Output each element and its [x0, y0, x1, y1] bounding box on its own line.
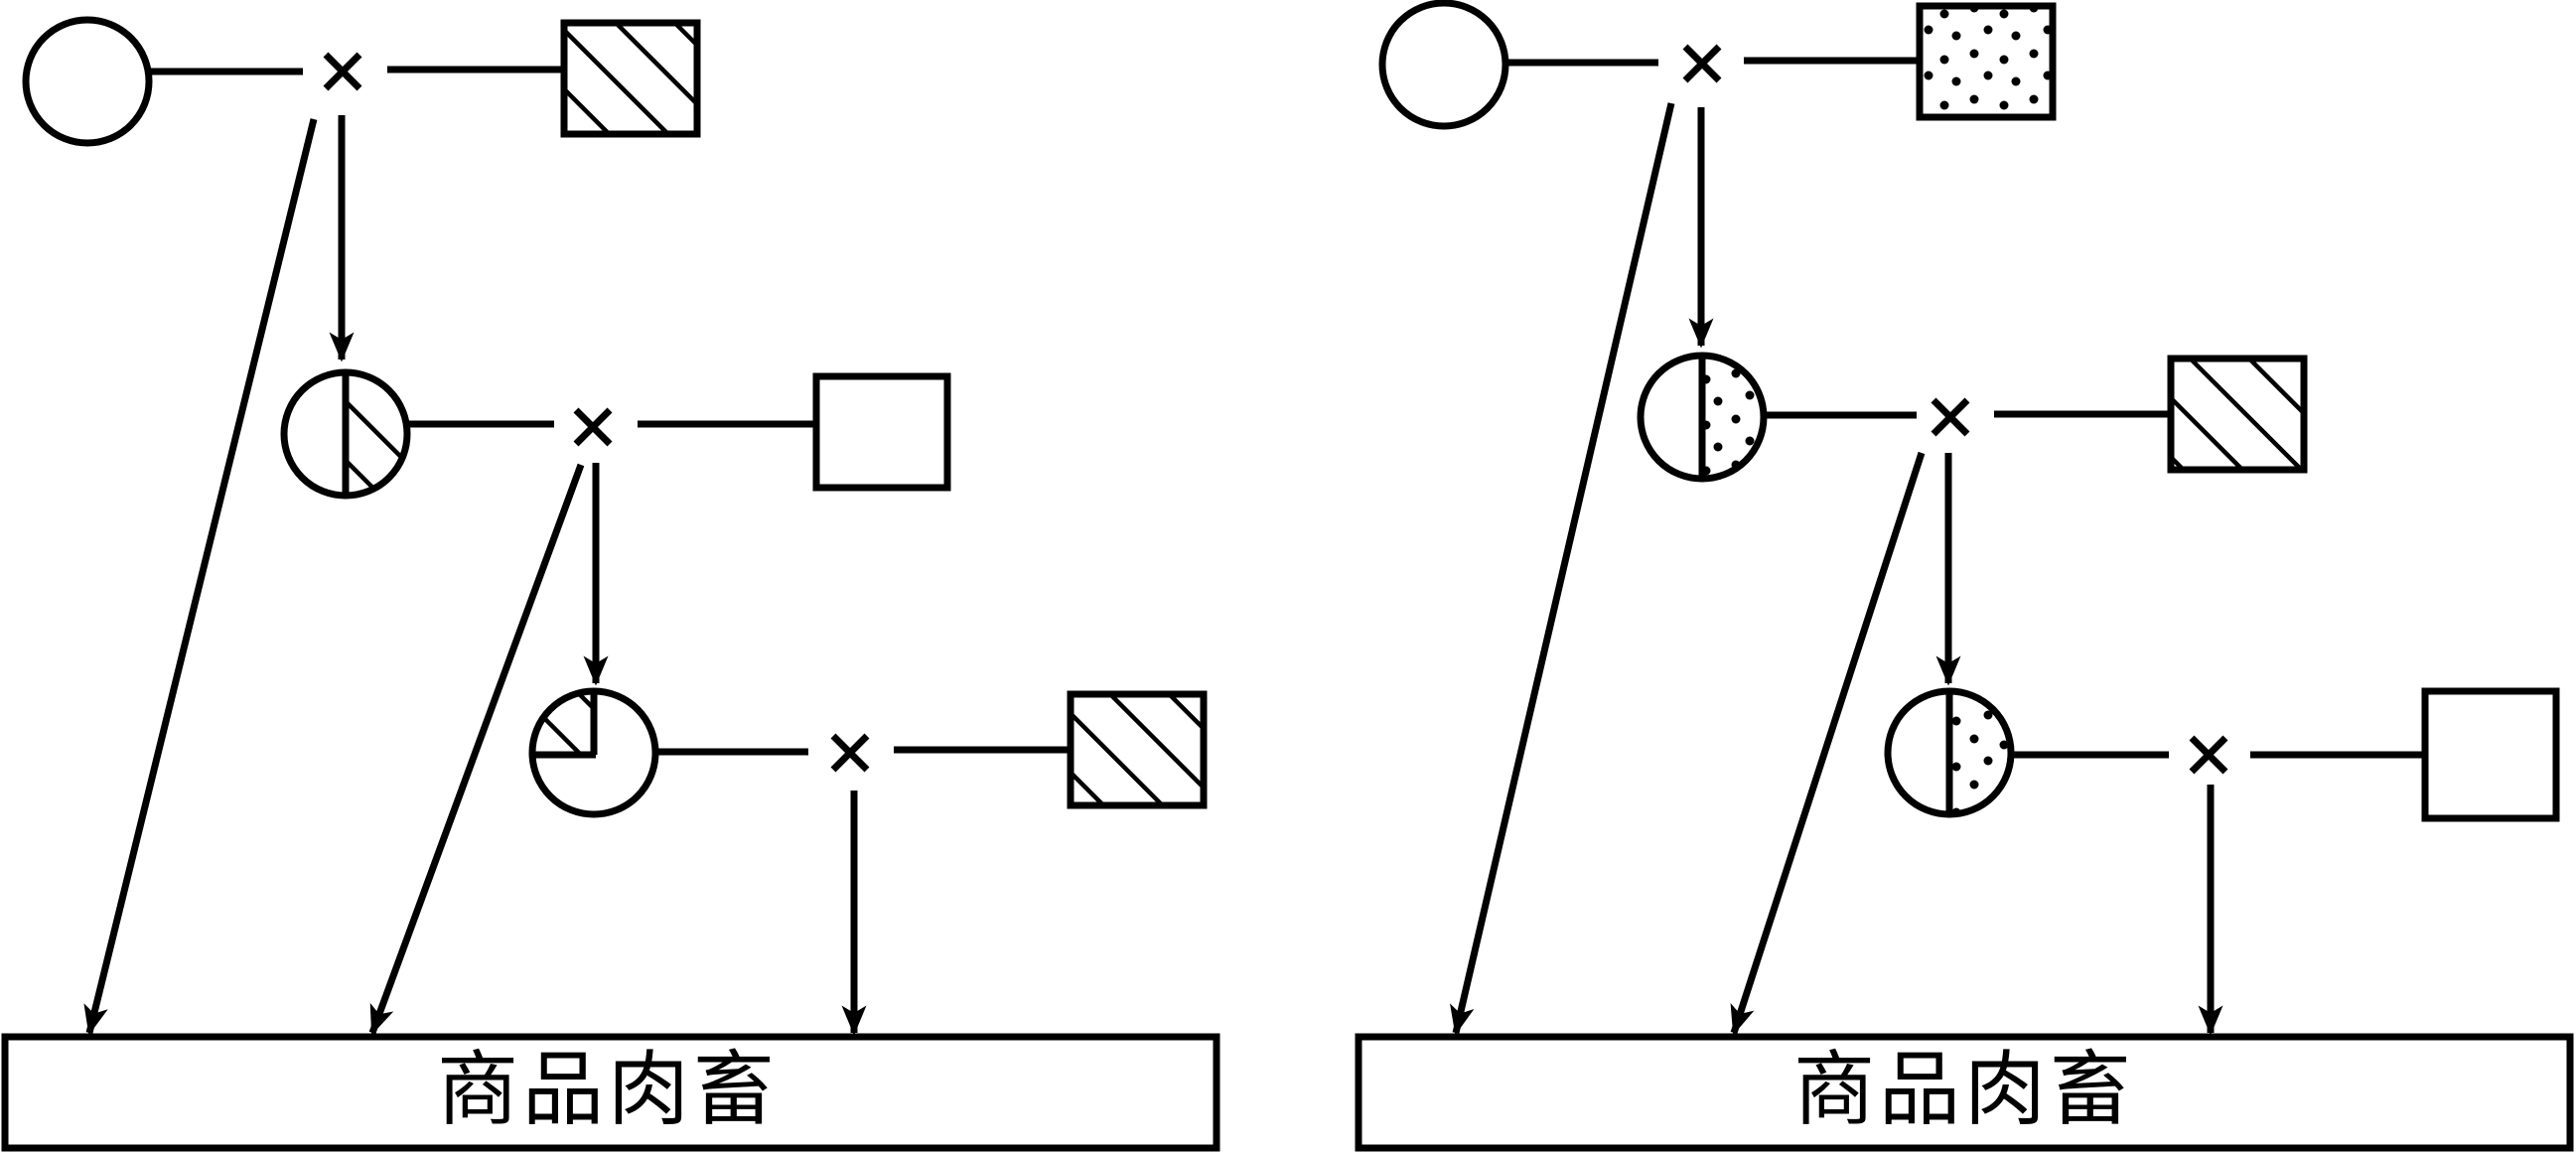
right-parent-female-1	[1378, 0, 1509, 130]
left-f2-female-quarter-hatched	[528, 687, 659, 818]
left-parent-female-1	[22, 16, 153, 147]
right-f2-female-half-dotted	[1884, 687, 2015, 818]
right-parent-male-3	[2421, 687, 2560, 822]
left-f1-female-half-hatched	[280, 368, 411, 500]
right-cross-1-icon	[1682, 44, 1722, 83]
left-arrow-gen2-to-result	[368, 463, 585, 1036]
left-cross-2-icon	[573, 407, 613, 447]
right-parent-male-2	[2167, 355, 2308, 474]
right-arrow-gen1-to-result	[1450, 102, 1675, 1036]
right-cross-3-icon	[2189, 735, 2228, 775]
right-parent-male-1	[1916, 2, 2057, 121]
left-arrow-gen1-to-result	[83, 118, 318, 1036]
right-result-box	[1355, 1033, 2574, 1152]
right-arrow-gen2-to-result	[1730, 451, 1926, 1036]
left-parent-male-1	[560, 19, 701, 138]
left-cross-1-icon	[323, 52, 362, 91]
left-parent-male-2	[812, 372, 951, 492]
right-result-label: 商品肉畜	[1792, 1043, 2136, 1137]
left-result-label: 商品肉畜	[436, 1043, 780, 1137]
left-cross-3-icon	[830, 733, 870, 773]
right-cross-2-icon	[1931, 397, 1970, 437]
left-result-box	[1, 1033, 1220, 1152]
right-f1-female-half-dotted	[1637, 352, 1768, 483]
left-parent-male-3	[1067, 690, 1208, 809]
